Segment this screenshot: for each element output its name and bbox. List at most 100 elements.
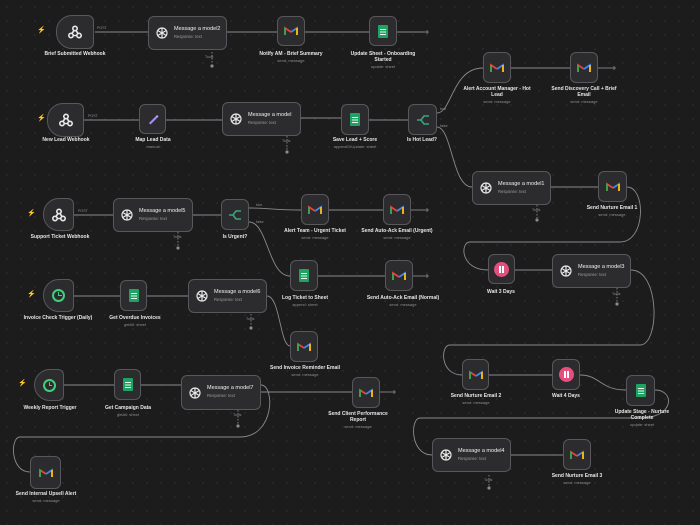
node-title: Message a model1 xyxy=(498,180,545,187)
send-nurture-email-2-node[interactable] xyxy=(462,359,489,390)
node-title: Message a model2 xyxy=(174,25,221,32)
send-nurture-email-1-node[interactable] xyxy=(598,171,627,202)
gmail-icon xyxy=(577,62,591,72)
tools-label: Tools xyxy=(205,55,214,59)
gmail-icon xyxy=(490,62,504,72)
google-sheets-icon xyxy=(299,269,309,282)
node-subtitle: Response: text xyxy=(248,119,276,125)
openai-icon xyxy=(479,181,493,195)
notify-am-node[interactable] xyxy=(277,16,305,46)
clock-icon xyxy=(42,378,56,392)
tools-label: Tools xyxy=(233,413,242,417)
is-hot-lead-node[interactable] xyxy=(408,104,437,135)
update-sheet-onboarding-node[interactable] xyxy=(369,16,397,46)
alert-am-hot-lead-node[interactable] xyxy=(483,52,511,83)
node-subtitle: Response: text xyxy=(214,296,242,302)
node-label: Is Urgent? xyxy=(222,234,248,240)
node-subtitle: Response: text xyxy=(207,393,235,399)
get-campaign-data-node[interactable] xyxy=(114,369,141,400)
node-label: Send Auto-Ack Email (Urgent)send: messag… xyxy=(361,228,433,240)
openai-icon xyxy=(439,448,453,462)
webhook-icon xyxy=(58,113,73,127)
map-lead-data-node[interactable] xyxy=(139,104,166,134)
log-ticket-to-sheet-node[interactable] xyxy=(290,260,318,291)
pen-icon xyxy=(148,115,158,125)
auto-ack-urgent-node[interactable] xyxy=(383,194,411,225)
auto-ack-normal-node[interactable] xyxy=(385,260,413,291)
new-lead-webhook-node[interactable] xyxy=(47,103,84,137)
node-subtitle: Response: text xyxy=(578,271,606,277)
node-title: Message a model xyxy=(248,111,292,118)
node-label: Send Auto-Ack Email (Normal)send: messag… xyxy=(366,295,440,307)
node-label: Support Ticket Webhook xyxy=(30,234,90,240)
brief-submitted-webhook-node[interactable] xyxy=(56,15,94,49)
openai-icon xyxy=(155,26,169,40)
openai-icon xyxy=(229,112,243,126)
trigger-bolt-icon: ⚡ xyxy=(27,291,36,298)
node-title: Message a model4 xyxy=(458,447,505,454)
update-stage-nurture-node[interactable] xyxy=(626,375,655,406)
tools-label: Tools xyxy=(532,208,541,212)
connection-label-post: POST xyxy=(88,114,98,118)
node-title: Message a model7 xyxy=(207,385,254,392)
google-sheets-icon xyxy=(128,289,139,302)
openai-icon xyxy=(559,264,573,278)
openai-icon xyxy=(195,289,209,303)
get-overdue-invoices-node[interactable] xyxy=(120,280,147,311)
save-lead-score-node[interactable] xyxy=(341,104,369,135)
google-sheets-icon xyxy=(635,384,646,397)
tools-label: Tools xyxy=(173,235,182,239)
trigger-bolt-icon: ⚡ xyxy=(37,115,46,122)
edge xyxy=(248,207,302,211)
gmail-icon xyxy=(570,449,584,459)
node-subtitle: Response: text xyxy=(498,188,526,194)
send-discovery-call-node[interactable] xyxy=(570,52,598,83)
connection-label-post: POST xyxy=(97,26,107,30)
invoice-check-trigger-node[interactable] xyxy=(43,279,74,312)
gmail-icon xyxy=(297,341,311,351)
send-nurture-email-3-node[interactable] xyxy=(563,439,591,470)
alert-team-urgent-node[interactable] xyxy=(301,194,329,225)
tools-label: Tools xyxy=(484,478,493,482)
node-label: Weekly Report Trigger xyxy=(23,405,77,411)
node-label: Brief Submitted Webhook xyxy=(44,51,106,57)
support-ticket-webhook-node[interactable] xyxy=(43,198,74,231)
node-label: Wait 4 Days xyxy=(552,393,580,399)
send-invoice-reminder-node[interactable] xyxy=(290,331,318,362)
send-upsell-alert-node[interactable] xyxy=(30,456,61,489)
connection-label-false: false xyxy=(440,124,448,128)
pause-icon xyxy=(558,367,574,382)
gmail-icon xyxy=(38,467,53,477)
node-subtitle: Response: text xyxy=(174,33,202,39)
wait-3-days-node[interactable] xyxy=(488,254,515,284)
if-branch-icon xyxy=(416,114,429,125)
webhook-icon xyxy=(51,207,66,222)
is-urgent-node[interactable] xyxy=(221,199,249,230)
node-title: Message a model3 xyxy=(578,263,625,270)
google-sheets-icon xyxy=(122,378,133,391)
weekly-report-trigger-node[interactable] xyxy=(34,369,64,401)
send-client-report-node[interactable] xyxy=(352,377,380,408)
tools-label: Tools xyxy=(282,139,291,143)
wait-4-days-node[interactable] xyxy=(552,359,580,390)
